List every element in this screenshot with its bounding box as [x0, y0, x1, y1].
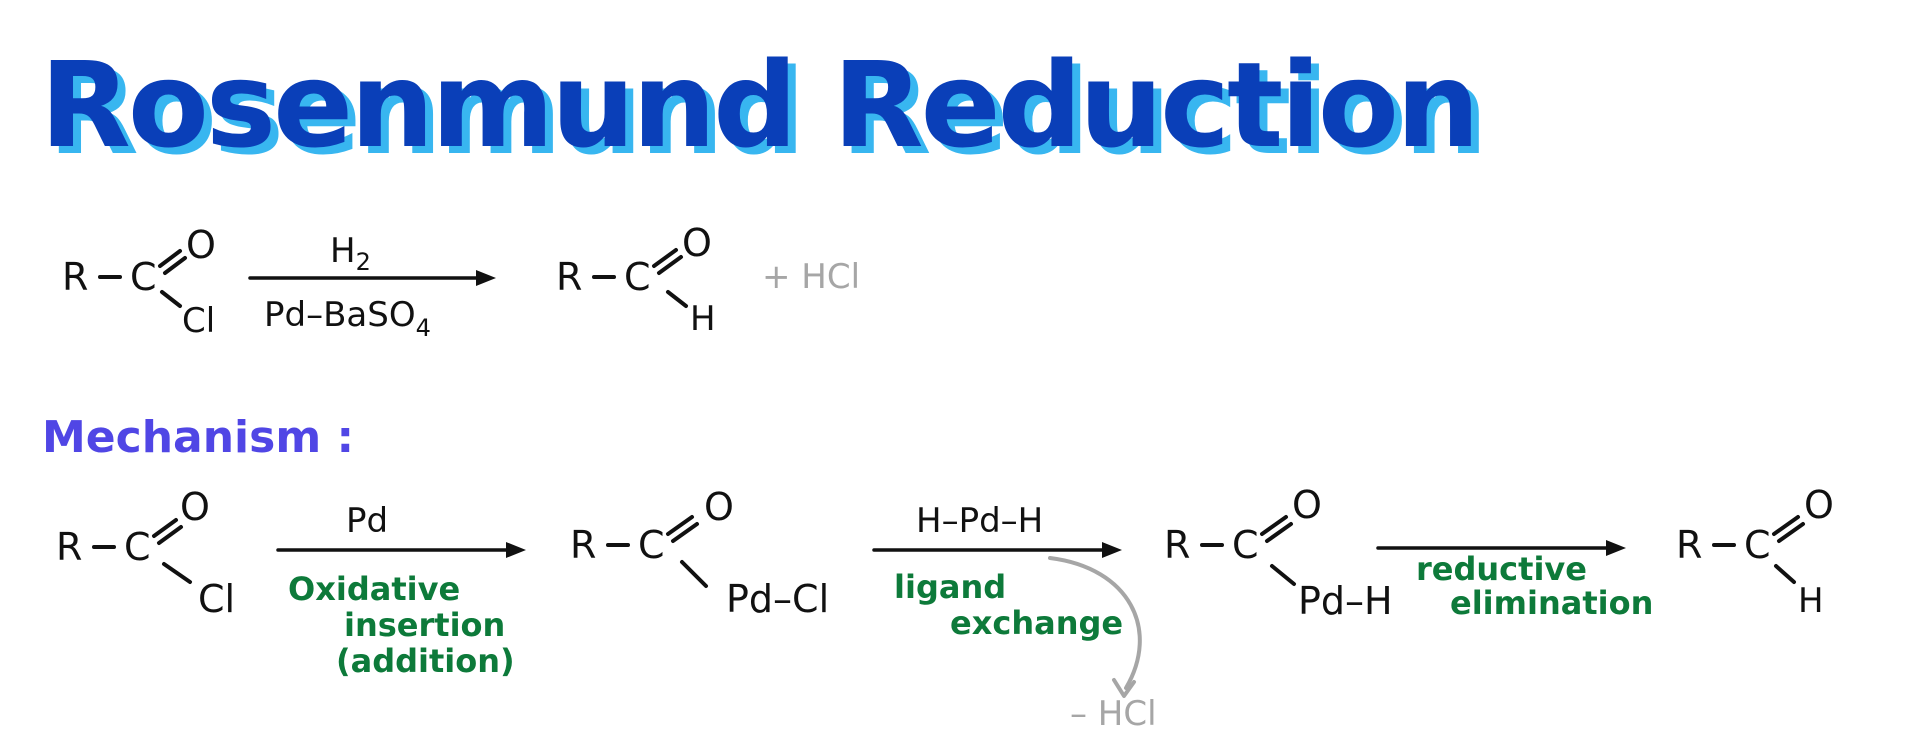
arrow-head [506, 542, 526, 558]
bond-c-h [666, 290, 688, 308]
side-product-curved-arrow [1048, 556, 1142, 690]
double-bond-c-o-2 [671, 522, 699, 543]
reactant-acyl-chloride: R C O Cl [62, 223, 216, 341]
step-note-line: (addition) [336, 642, 515, 680]
side-product-hcl: – HCl [1070, 694, 1157, 734]
arrow-head [1606, 540, 1626, 556]
atom-c: C [1232, 523, 1259, 567]
atom-cl: Cl [182, 301, 215, 341]
mechanism-species-acylpalladium-chloride: R C O Pd–Cl [570, 485, 829, 621]
page-title: Rosenmund Reduction Rosenmund Reduction [40, 36, 1488, 181]
side-product-arrow-head [1112, 678, 1136, 698]
product-aldehyde: R C O H [556, 221, 716, 339]
mechanism-species-aldehyde: R C O H [1676, 483, 1834, 621]
double-bond-c-o-2 [1777, 522, 1805, 543]
overall-reaction: R C O Cl H2 Pd–BaSO4 R C O H + HCl [62, 221, 860, 342]
bond-c-pd [680, 560, 708, 588]
double-bond-c-o-1 [1260, 515, 1288, 536]
atom-cl: Cl [198, 577, 235, 621]
mechanism-species-acylpalladium-hydride: R C O Pd–H [1164, 483, 1393, 623]
step-reagent: H–Pd–H [916, 501, 1043, 541]
atom-o: O [704, 485, 734, 529]
reagent-catalyst: Pd–BaSO4 [264, 295, 431, 342]
byproduct-hcl: + HCl [762, 257, 860, 297]
mechanism-row: R C O Cl Pd Oxidative insertion (additio… [56, 483, 1834, 734]
atom-o: O [180, 485, 210, 529]
atom-o: O [186, 223, 216, 267]
arrow-head [1102, 542, 1122, 558]
atom-r: R [56, 525, 82, 569]
atom-r: R [570, 523, 596, 567]
atom-c: C [624, 255, 651, 299]
double-bond-c-o-1 [652, 248, 678, 268]
overall-arrow: H2 Pd–BaSO4 [248, 231, 496, 342]
step-note-line: reductive [1416, 550, 1587, 588]
step-note-line: Oxidative [288, 570, 460, 608]
double-bond-c-o-1 [152, 518, 178, 538]
atom-h: H [1798, 581, 1824, 621]
double-bond-c-o-2 [657, 255, 683, 275]
step-note-line: exchange [950, 604, 1123, 642]
atom-r: R [62, 255, 88, 299]
step-oxidative-insertion: Pd Oxidative insertion (addition) [276, 501, 526, 680]
double-bond-c-o-2 [163, 256, 187, 275]
atom-c: C [1744, 523, 1771, 567]
mechanism-species-acyl-chloride: R C O Cl [56, 485, 235, 621]
step-reagent: Pd [346, 501, 388, 541]
reagent-h2: H2 [330, 231, 371, 276]
atom-c: C [638, 523, 665, 567]
step-reductive-elimination: reductive elimination [1376, 540, 1653, 622]
step-note-line: ligand [894, 568, 1006, 606]
step-note-line: insertion [344, 606, 505, 644]
atom-o: O [682, 221, 712, 265]
ligand-pd-h: Pd–H [1298, 579, 1393, 623]
double-bond-c-o-2 [1265, 522, 1293, 543]
bond-c-h [1774, 564, 1796, 584]
double-bond-c-o-1 [158, 249, 182, 268]
arrow-head [476, 270, 496, 286]
atom-r: R [556, 255, 582, 299]
bond-c-cl [160, 290, 182, 308]
mechanism-heading: Mechanism : [42, 412, 354, 463]
atom-o: O [1804, 483, 1834, 527]
title-shadow: Rosenmund Reduction [48, 43, 1485, 181]
bond-c-pd [1270, 564, 1296, 586]
atom-h: H [690, 299, 716, 339]
bond-c-cl [162, 562, 192, 584]
double-bond-c-o-1 [666, 515, 694, 536]
double-bond-c-o-1 [1772, 515, 1800, 536]
double-bond-c-o-2 [157, 525, 183, 545]
atom-r: R [1164, 523, 1190, 567]
atom-o: O [1292, 483, 1322, 527]
step-ligand-exchange: H–Pd–H ligand exchange – HCl [872, 501, 1157, 734]
ligand-pd-cl: Pd–Cl [726, 577, 829, 621]
atom-r: R [1676, 523, 1702, 567]
step-note-line: elimination [1450, 584, 1653, 622]
title-text: Rosenmund Reduction [40, 36, 1477, 174]
atom-c: C [124, 525, 151, 569]
atom-c: C [130, 255, 157, 299]
